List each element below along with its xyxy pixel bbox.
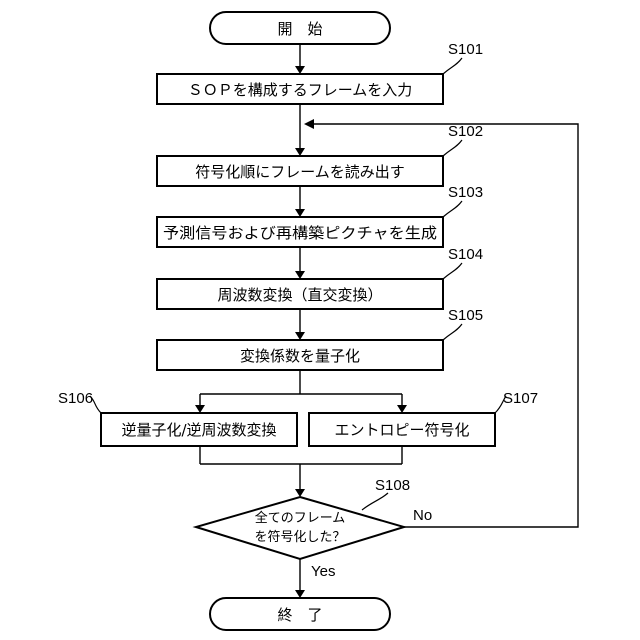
- s104-leader: [443, 263, 462, 279]
- s102-leader: [443, 140, 462, 156]
- s104-text: 周波数変換（直交変換）: [217, 286, 382, 304]
- s102-label: S102: [448, 123, 483, 140]
- s103-text: 予測信号および再構築ピクチャを生成: [163, 224, 437, 242]
- s105-leader: [443, 324, 462, 340]
- s106-text: 逆量子化/逆周波数変換: [121, 421, 276, 439]
- arrow-head: [295, 489, 305, 497]
- s108-line2: を符号化した？: [254, 529, 345, 545]
- s103-leader: [443, 201, 462, 217]
- process-s104: 周波数変換（直交変換） S104: [157, 246, 483, 309]
- process-s102: 符号化順にフレームを読み出す S102: [157, 123, 483, 186]
- arrow-head: [295, 209, 305, 217]
- s101-text: ＳＯＰを構成するフレームを入力: [188, 81, 413, 99]
- s106-label: S106: [58, 390, 93, 407]
- process-s105: 変換係数を量子化 S105: [157, 307, 483, 370]
- start-terminal: 開 始: [210, 12, 390, 44]
- s107-label: S107: [503, 390, 538, 407]
- arrow-head: [295, 66, 305, 74]
- arrow-head: [304, 119, 314, 129]
- start-label: 開 始: [277, 20, 322, 38]
- s105-text: 変換係数を量子化: [240, 347, 360, 365]
- end-label: 終 了: [277, 606, 322, 624]
- s103-label: S103: [448, 184, 483, 201]
- process-s103: 予測信号および再構築ピクチャを生成 S103: [157, 184, 483, 247]
- s101-leader: [443, 58, 462, 74]
- arrow-head: [295, 332, 305, 340]
- arrow-head: [397, 405, 407, 413]
- process-s107: エントロピー符号化 S107: [309, 390, 538, 446]
- s101-label: S101: [448, 41, 483, 58]
- s104-label: S104: [448, 246, 483, 263]
- end-terminal: 終 了: [210, 598, 390, 630]
- s108-label: S108: [375, 477, 410, 494]
- process-s106: 逆量子化/逆周波数変換 S106: [58, 390, 297, 446]
- decision-yes-label: Yes: [311, 563, 335, 580]
- arrow-head: [295, 271, 305, 279]
- s107-text: エントロピー符号化: [334, 421, 469, 439]
- decision-s108: 全てのフレーム を符号化した？ S108 No Yes: [196, 477, 432, 580]
- arrow-head: [295, 148, 305, 156]
- s108-leader: [362, 493, 388, 510]
- process-s101: ＳＯＰを構成するフレームを入力 S101: [157, 41, 483, 104]
- arrow-head: [195, 405, 205, 413]
- arrow-head: [295, 590, 305, 598]
- s105-label: S105: [448, 307, 483, 324]
- s108-line1: 全てのフレーム: [255, 510, 346, 526]
- s102-text: 符号化順にフレームを読み出す: [195, 163, 405, 181]
- decision-no-label: No: [413, 507, 432, 524]
